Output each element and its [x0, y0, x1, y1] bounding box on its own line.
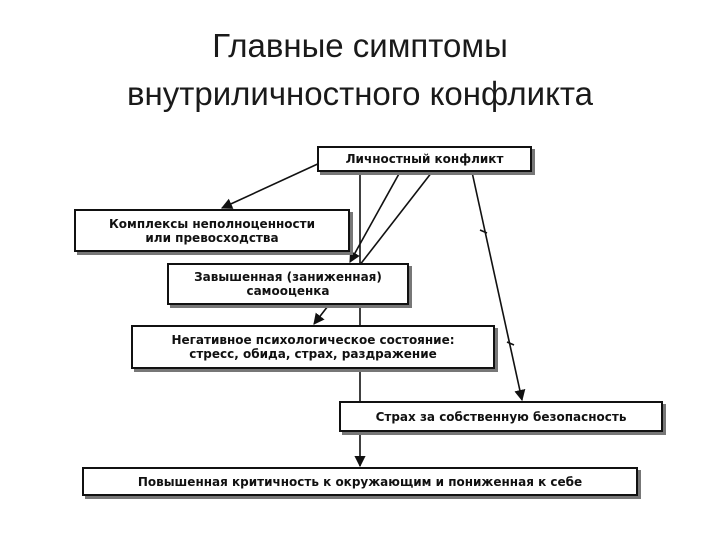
arrow-conflict-to-complexes: [220, 161, 323, 209]
box-complexes: Комплексы неполноценности или превосходс…: [74, 209, 350, 252]
box-negative-state-line-1: Негативное психологическое состояние:: [171, 333, 455, 347]
box-self-esteem: Завышенная (заниженная) самооценка: [167, 263, 409, 305]
box-self-esteem-line-2: самооценка: [246, 284, 330, 298]
arrow-conflict-to-fear: [471, 171, 526, 402]
box-criticality: Повышенная критичность к окружающим и по…: [82, 467, 638, 496]
slide-title: Главные симптомы внутриличностного конфл…: [0, 22, 720, 118]
box-negative-state: Негативное психологическое состояние: ст…: [131, 325, 495, 369]
title-line-2: внутриличностного конфликта: [126, 75, 594, 112]
box-fear-safety: Страх за собственную безопасность: [339, 401, 663, 432]
arrow-conflict-to-self-esteem: [349, 171, 401, 263]
tick-mark-1: [479, 229, 488, 234]
box-personal-conflict: Личностный конфликт: [317, 146, 532, 172]
box-negative-state-line-2: стресс, обида, страх, раздражение: [189, 347, 437, 361]
box-criticality-text: Повышенная критичность к окружающим и по…: [137, 474, 583, 489]
title-line-1: Главные симптомы: [212, 27, 508, 64]
box-complexes-line-1: Комплексы неполноценности: [109, 216, 315, 231]
tick-mark-2: [506, 341, 515, 346]
box-self-esteem-line-1: Завышенная (заниженная): [194, 270, 382, 284]
box-fear-safety-text: Страх за собственную безопасность: [375, 409, 627, 424]
box-personal-conflict-text: Личностный конфликт: [345, 152, 504, 166]
box-complexes-line-2: или превосходства: [145, 230, 279, 245]
